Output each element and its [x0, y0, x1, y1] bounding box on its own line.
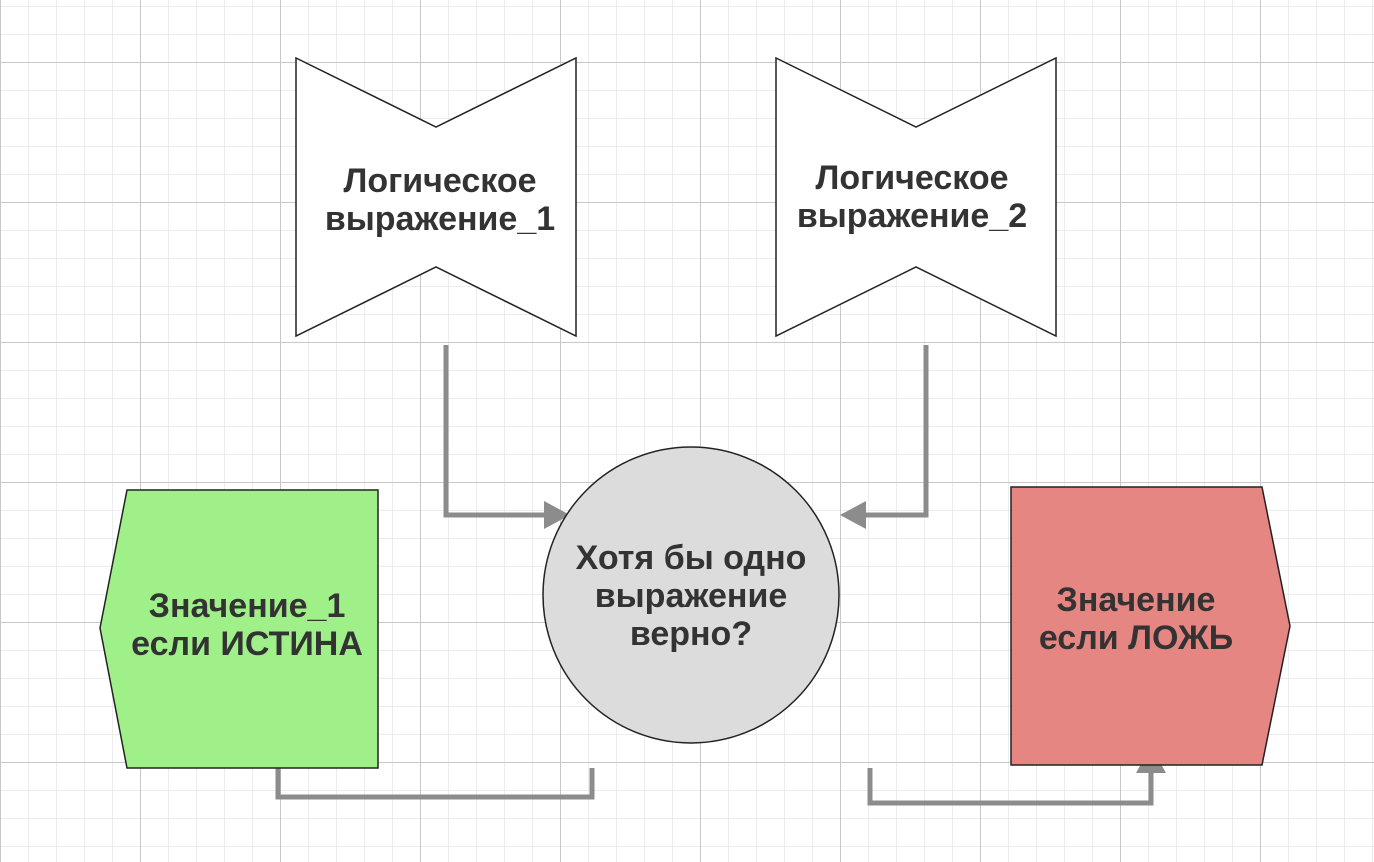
node-logical-expression-2[interactable] [775, 56, 1057, 338]
label-decision: Хотя бы одно выражение верно? [575, 539, 807, 653]
connector-decision-to-true[interactable] [275, 767, 595, 800]
label-logical-expression-1: Логическое выражение_1 [324, 162, 556, 238]
arrowhead-expr1-to-decision [544, 501, 570, 529]
connector-expr2-to-decision[interactable] [866, 345, 929, 518]
node-value-if-true[interactable] [99, 489, 379, 769]
label-value-if-true: Значение_1 если ИСТИНА [131, 587, 363, 663]
node-logical-expression-1[interactable] [295, 56, 577, 338]
node-decision[interactable] [542, 446, 840, 744]
arrowhead-expr2-to-decision [840, 501, 866, 529]
node-value-if-false[interactable] [1010, 486, 1291, 766]
connector-expr1-to-decision[interactable] [443, 345, 544, 518]
connector-decision-to-false[interactable] [867, 768, 1154, 806]
label-value-if-false: Значение если ЛОЖЬ [1038, 581, 1234, 657]
label-logical-expression-2: Логическое выражение_2 [796, 159, 1028, 235]
